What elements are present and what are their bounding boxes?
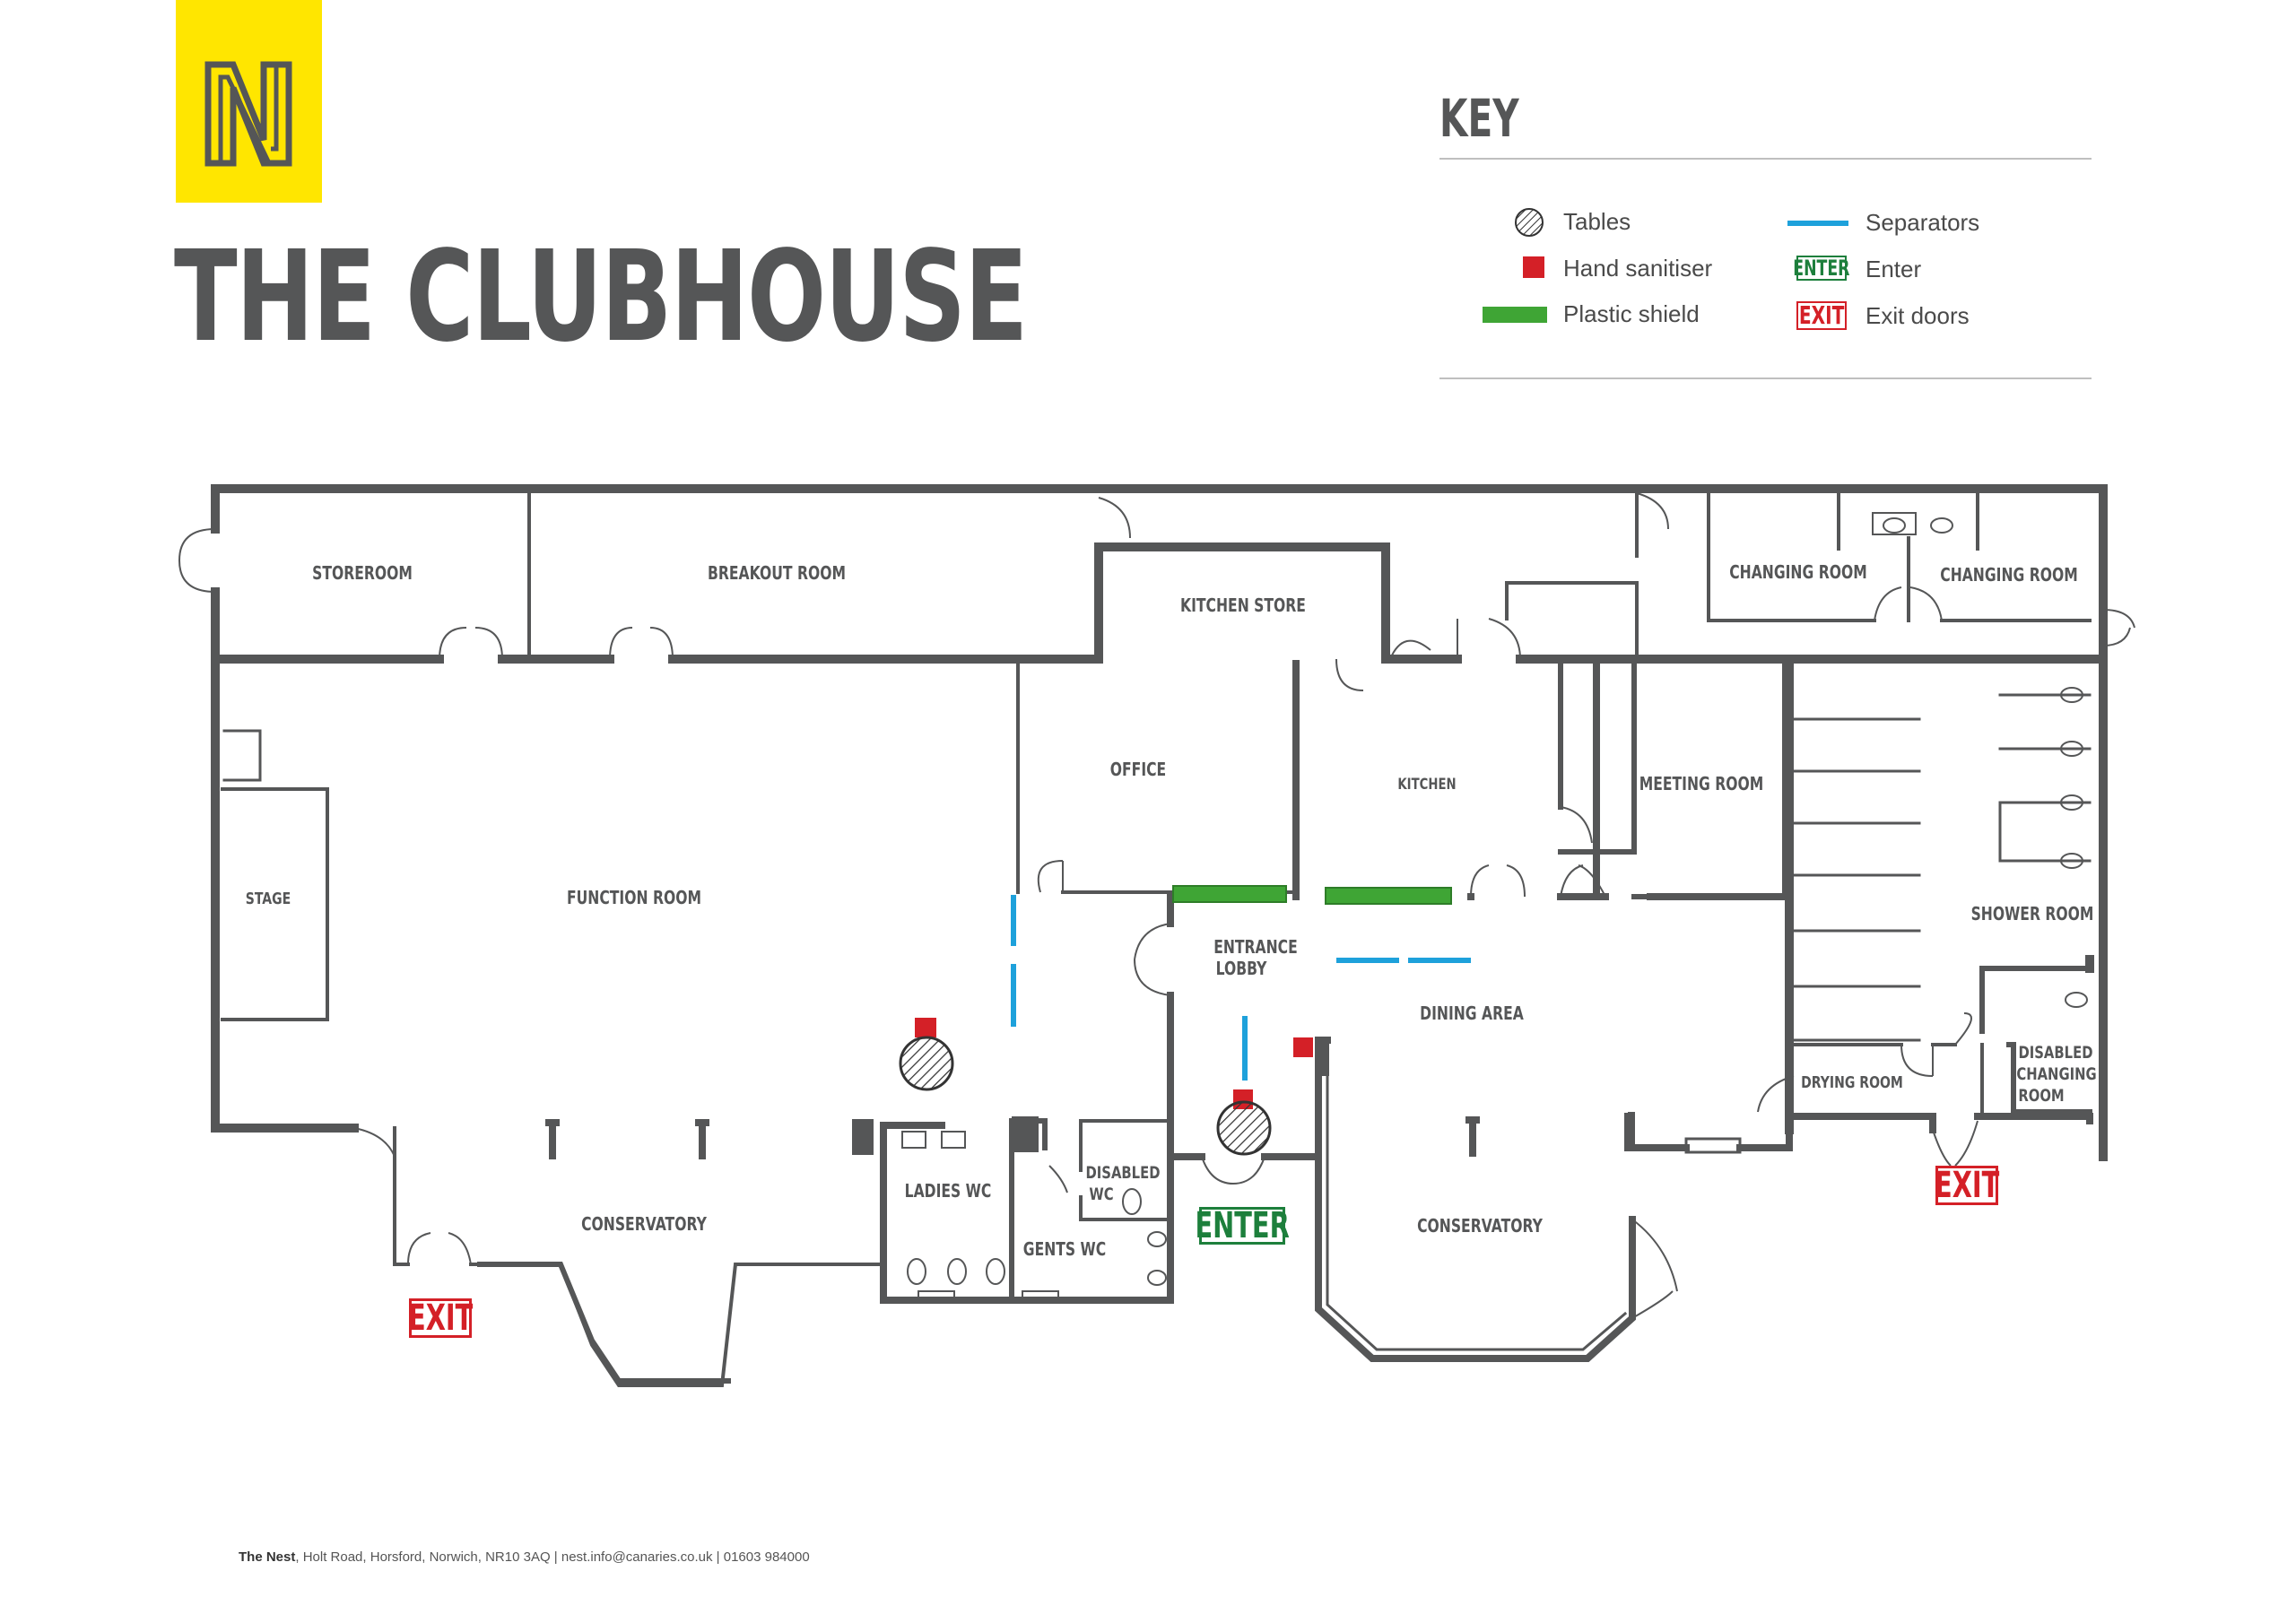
room-breakout-room: BREAKOUT ROOM xyxy=(708,563,846,584)
room-meeting-room: MEETING ROOM xyxy=(1639,774,1764,794)
room-ladies-wc: LADIES WC xyxy=(905,1181,992,1202)
room-stage: STAGE xyxy=(246,889,291,907)
room-entrance-lobby-1: ENTRANCE xyxy=(1213,937,1298,958)
hand-sanitiser-icon xyxy=(1523,256,1544,278)
page-title: THE CLUBHOUSE xyxy=(174,224,1028,370)
room-changing-room-2: CHANGING ROOM xyxy=(1940,565,2077,586)
plastic-shields xyxy=(1172,885,1452,905)
shield-lobby xyxy=(1172,885,1287,903)
room-office: OFFICE xyxy=(1110,759,1166,780)
walls xyxy=(211,484,2108,1387)
room-disabled-changing-2: CHANGING xyxy=(2016,1064,2096,1084)
enter-marker: ENTER xyxy=(1195,1205,1290,1246)
table-function-room xyxy=(899,1036,954,1091)
hand-sanitisers xyxy=(915,1018,1313,1109)
plastic-shield-icon xyxy=(1483,307,1547,323)
n-logo-icon xyxy=(204,61,292,167)
pillars xyxy=(545,955,2094,1159)
room-disabled-wc-1: DISABLED xyxy=(1085,1163,1160,1183)
room-conservatory-right: CONSERVATORY xyxy=(1417,1216,1544,1237)
key-enter-label: Enter xyxy=(1866,256,1922,282)
table-lobby xyxy=(1216,1100,1272,1156)
room-kitchen-store: KITCHEN STORE xyxy=(1180,595,1306,616)
key-separators-label: Separators xyxy=(1866,209,1980,236)
room-changing-room-1: CHANGING ROOM xyxy=(1729,562,1866,583)
exit-badge-icon: EXIT xyxy=(1796,301,1847,330)
room-disabled-changing-3: ROOM xyxy=(2018,1086,2064,1106)
separators xyxy=(1011,895,1471,1081)
enter-badge-icon: ENTER xyxy=(1793,256,1850,281)
sanitiser-dining xyxy=(1293,1037,1313,1057)
room-shower-room: SHOWER ROOM xyxy=(1971,904,2094,924)
room-storeroom: STOREROOM xyxy=(312,563,413,584)
room-disabled-changing-1: DISABLED xyxy=(2018,1043,2092,1063)
room-drying-room: DRYING ROOM xyxy=(1801,1072,1903,1091)
key-divider-bottom xyxy=(1439,378,2092,379)
sanitiser-function-room xyxy=(915,1018,936,1037)
table-icon xyxy=(1515,208,1544,237)
logo xyxy=(176,0,322,203)
key-divider-top xyxy=(1439,158,2092,160)
exit-marker-left: EXIT xyxy=(407,1298,474,1339)
key-exit-doors-label: Exit doors xyxy=(1866,302,1970,329)
footer: The Nest, Holt Road, Horsford, Norwich, … xyxy=(239,1549,810,1565)
separator-icon xyxy=(1787,221,1848,226)
key-plastic-shield-label: Plastic shield xyxy=(1563,300,1700,327)
room-gents-wc: GENTS WC xyxy=(1023,1239,1106,1260)
room-entrance-lobby-2: LOBBY xyxy=(1216,959,1268,979)
room-dining-area: DINING AREA xyxy=(1420,1003,1524,1024)
door-swings xyxy=(178,492,2135,1319)
key-tables-label: Tables xyxy=(1563,208,1631,235)
tables xyxy=(899,1036,1272,1156)
key-heading: KEY xyxy=(1439,88,1519,149)
room-conservatory-left: CONSERVATORY xyxy=(581,1214,708,1235)
room-function-room: FUNCTION ROOM xyxy=(567,888,701,908)
exit-marker-right: EXIT xyxy=(1934,1165,2000,1206)
room-labels: STOREROOM BREAKOUT ROOM KITCHEN STORE CH… xyxy=(246,562,2097,1260)
footer-venue: The Nest xyxy=(239,1549,296,1565)
room-kitchen: KITCHEN xyxy=(1397,775,1456,793)
fixtures xyxy=(901,512,2088,1303)
shield-kitchen xyxy=(1325,887,1452,905)
key-hand-sanitiser-label: Hand sanitiser xyxy=(1563,255,1713,282)
room-disabled-wc-2: WC xyxy=(1089,1185,1113,1204)
footer-details: , Holt Road, Horsford, Norwich, NR10 3AQ… xyxy=(295,1549,810,1565)
